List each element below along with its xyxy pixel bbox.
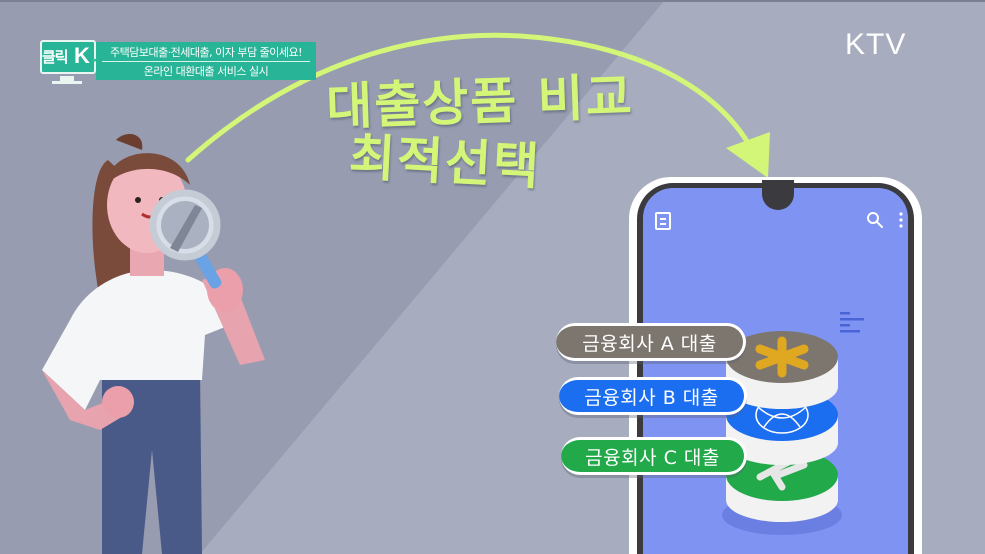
search-icon[interactable] [866, 211, 884, 229]
monitor-stand [60, 76, 74, 81]
loan-disc-stack [722, 331, 842, 535]
phone-notch [762, 180, 794, 210]
text-lines-icon [840, 312, 864, 333]
banner-subtitle: 온라인 대환대출 서비스 실시 [143, 65, 269, 78]
broadcaster-logo: KTV [845, 28, 907, 61]
loan-option-a: 금융회사 A 대출 [556, 323, 746, 361]
top-edge [0, 0, 985, 2]
logo-text: 클릭 [42, 48, 69, 66]
asterisk-icon [755, 336, 809, 378]
banner-title: 주택담보대출·전세대출, 이자 부담 줄이세요! [109, 46, 303, 59]
monitor-icon [40, 40, 96, 74]
banner-caption: 주택담보대출·전세대출, 이자 부담 줄이세요! 온라인 대환대출 서비스 실시 [96, 42, 316, 80]
program-logo: 클릭 K + [38, 40, 108, 84]
banner-divider [102, 61, 310, 62]
menu-icon[interactable] [655, 212, 671, 230]
woman-with-magnifier-illustration [42, 134, 265, 554]
loan-option-c: 금융회사 C 대출 [561, 437, 747, 475]
monitor-base [52, 81, 82, 84]
headline: 대출상품 비교 최적선택 [285, 68, 675, 196]
program-banner: 클릭 K + 주택담보대출·전세대출, 이자 부담 줄이세요! 온라인 대환대출… [38, 40, 316, 84]
more-vertical-icon[interactable] [898, 211, 904, 229]
logo-k: K [74, 43, 90, 68]
loan-option-b: 금융회사 B 대출 [559, 377, 747, 415]
